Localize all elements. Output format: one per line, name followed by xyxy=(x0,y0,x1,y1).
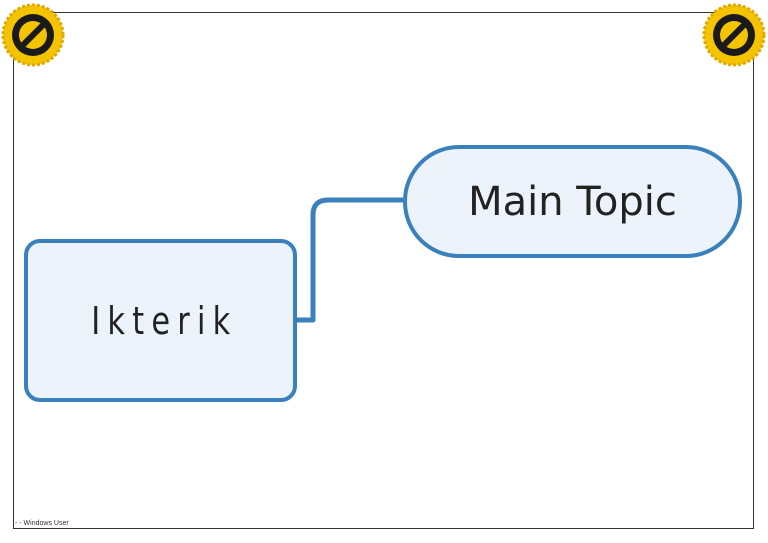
main-topic-node[interactable]: Main Topic xyxy=(403,145,742,258)
central-topic-node[interactable]: Ikterik xyxy=(24,239,297,402)
main-topic-label: Main Topic xyxy=(468,178,677,225)
watermark-seal-icon xyxy=(1,3,65,67)
footer-author: - - Windows User xyxy=(15,520,69,527)
central-topic-label: Ikterik xyxy=(91,298,238,343)
watermark-seal-icon xyxy=(702,3,766,67)
